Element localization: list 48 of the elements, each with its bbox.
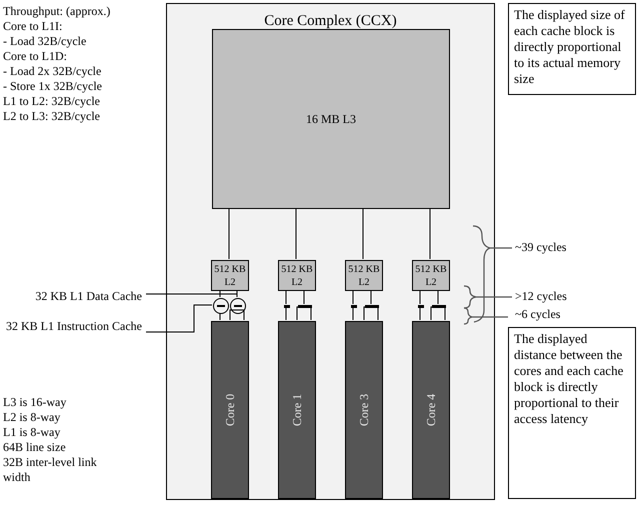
note-text: L1 to L2: 32B/cycle [3,94,101,109]
core-block: Core 3 [345,321,383,499]
cache-marker [432,305,446,308]
cache-marker [298,305,312,308]
connector-line [228,208,230,260]
core-block: Core 1 [278,321,316,499]
note-text: Core to L1D: [3,49,68,64]
cache-block: 16 MB L3 [212,29,450,209]
callout-text: 32 KB L1 Data Cache [0,288,142,304]
core-block: Core 4 [412,321,450,499]
note-text: 32B inter-level link width [3,455,98,485]
connector-line [352,306,354,320]
connector-line [370,290,372,304]
note-text: L3 is 16-way [3,395,68,410]
note-text: 64B line size [3,440,67,455]
connector-line [296,306,312,320]
note-text: L2 to L3: 32B/cycle [3,109,101,124]
core-block: Core 0 [211,321,249,499]
cache-marker [365,305,379,308]
note-box: The displayed distance between the cores and each cache block is directly proportional to their access latency [508,327,636,499]
note-box: The displayed size of each cache block is directly proportional to its actual memory size [508,3,636,95]
callout-text: 32 KB L1 Instruction Cache [0,318,142,352]
cache-block: 512 KB L2 [211,260,249,291]
note-text: L2 is 8-way [3,410,62,425]
connector-line [362,208,364,260]
connector-line [352,290,354,304]
panel-title: Core Complex (CCX) [263,12,398,31]
cache-marker [418,305,424,308]
connector-line [364,306,378,320]
cache-marker [284,305,290,308]
leader-line [146,294,238,298]
cache-block: 512 KB L2 [412,260,450,291]
cache-block: 512 KB L2 [278,260,316,291]
note-text: - Load 32B/cycle [3,34,88,49]
note-text: Core to L1I: [3,19,64,34]
note-text: - Store 1x 32B/cycle [3,79,103,94]
cache-block: 512 KB L2 [345,260,383,291]
note-text: ~39 cycles [515,240,568,255]
note-text: L1 is 8-way [3,425,62,440]
connector-line [230,310,244,320]
note-text: >12 cycles [515,289,568,304]
note-text: ~6 cycles [515,307,562,322]
complex-panel [166,3,495,500]
connector-line [430,306,446,320]
note-text: - Load 2x 32B/cycle [3,64,102,79]
leader-line [146,304,212,332]
note-text: Throughput: (approx.) [3,4,112,19]
cache-marker [351,305,357,308]
